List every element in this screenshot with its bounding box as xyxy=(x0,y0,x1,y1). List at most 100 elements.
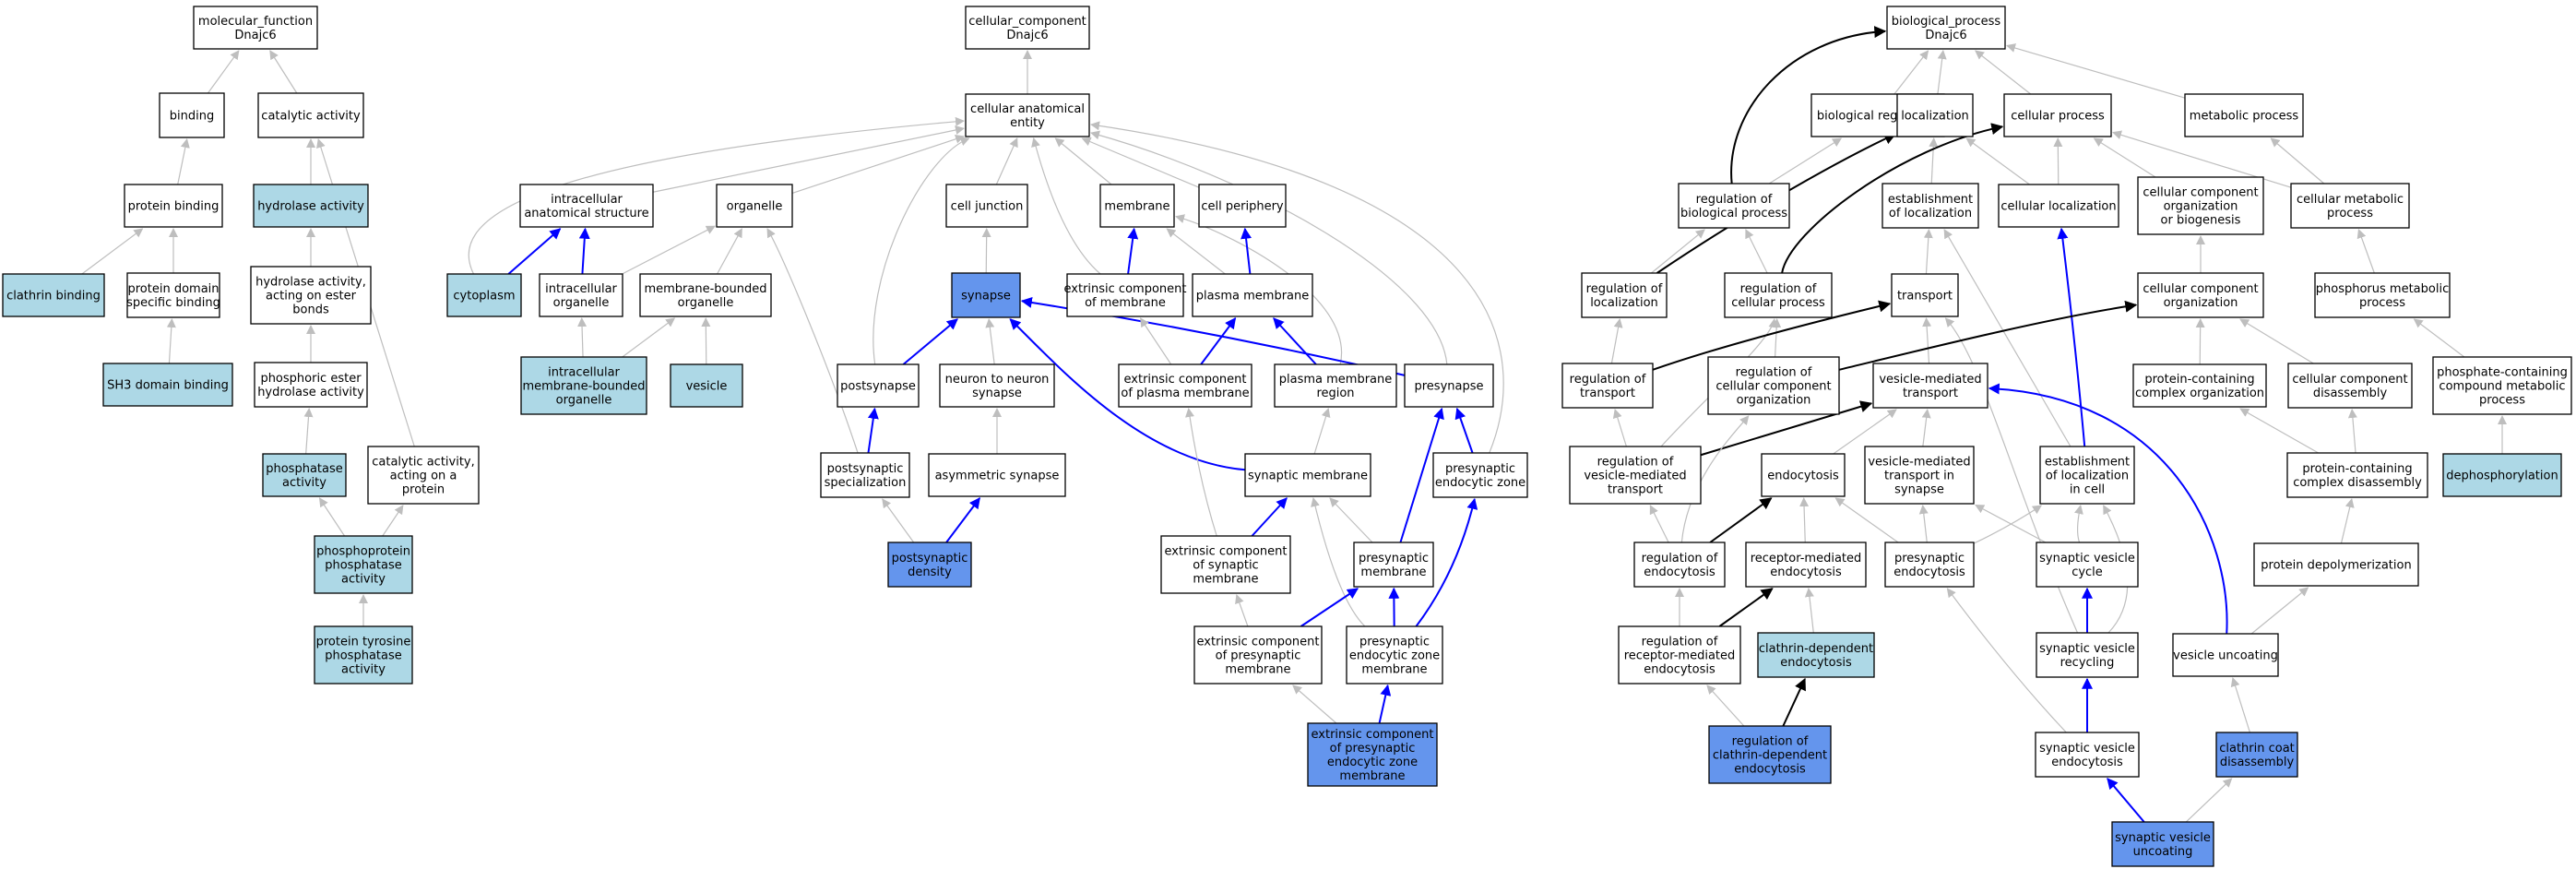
edge-regloc-to-regbp xyxy=(1651,229,1705,274)
node-box-extplas xyxy=(1118,363,1252,408)
node-label-transport: transport xyxy=(1897,290,1953,304)
edge-regbp-to-bioreg xyxy=(1768,137,1843,185)
node-endo: endocytosis xyxy=(1761,453,1846,497)
edge-svendo-to-presynendocyt xyxy=(1946,588,2067,733)
node-box-presynmem xyxy=(1353,542,1434,588)
node-box-presynendocyt xyxy=(1884,542,1975,588)
edge-synmem-to-pmregion xyxy=(1313,408,1331,455)
node-box-postspec xyxy=(820,452,910,498)
edge-regcco-to-regcp xyxy=(1772,318,1782,358)
edge-pezm-to-synmem xyxy=(1311,497,1366,627)
edge-pccmp-to-phosmetab xyxy=(2413,318,2465,358)
edge-catact-to-mf xyxy=(269,50,298,94)
edge-presynendo-to-presyn xyxy=(1454,407,1474,454)
edge-protbind-to-binding xyxy=(177,138,190,185)
node-box-binding xyxy=(159,92,225,138)
edge-estloccell-to-cellloc xyxy=(2057,227,2086,447)
edge-mbo-to-organelle xyxy=(717,228,742,275)
node-box-pezm xyxy=(1346,625,1443,685)
node-label-binding: binding xyxy=(170,110,214,124)
edge-cellproc-to-bp xyxy=(1975,50,2032,95)
node-box-regvmt xyxy=(1569,446,1702,505)
edge-regvmt-to-regtrans xyxy=(1612,409,1627,447)
node-box-cco xyxy=(2137,272,2264,318)
node-label-endo: endocytosis xyxy=(1767,470,1839,483)
node-box-transport xyxy=(1891,273,1959,317)
node-label-clathbind: clathrin binding xyxy=(6,290,101,304)
node-box-regloc xyxy=(1581,272,1668,318)
node-box-local xyxy=(1896,93,1974,137)
node-box-svuncoat xyxy=(2111,821,2214,867)
node-box-svrecyc xyxy=(2036,632,2139,678)
node-vesuncoat: vesicle uncoating xyxy=(2172,633,2279,677)
edge-regbp-to-bp xyxy=(1730,26,1887,185)
node-synmem: synaptic membrane xyxy=(1244,453,1371,497)
edge-presynendo-to-cae xyxy=(1090,121,1504,454)
node-label-vesuncoat: vesicle uncoating xyxy=(2173,649,2278,663)
edge-pccdis-to-ccdis xyxy=(2347,409,2357,454)
edge-phosmetab-to-cellmetab xyxy=(2356,229,2375,274)
node-box-sh3 xyxy=(102,363,233,407)
edge-regvmt-to-vmt xyxy=(1700,400,1873,457)
node-label-metab: metabolic process xyxy=(2190,110,2299,124)
node-label-synapse: synapse xyxy=(961,290,1011,304)
edge-presynmem-to-synmem xyxy=(1329,497,1373,543)
node-box-regtrans xyxy=(1561,363,1654,409)
edge-celljunc-to-cae xyxy=(995,137,1018,185)
node-box-svcycle xyxy=(2036,542,2139,588)
node-box-synmem xyxy=(1244,453,1371,497)
edge-postsyn-to-cae xyxy=(873,137,970,365)
node-box-ccdis xyxy=(2287,363,2413,409)
node-box-mbo xyxy=(639,273,772,317)
node-box-cc xyxy=(965,6,1090,50)
node-box-hydroester xyxy=(250,266,372,325)
edge-endo-to-vmt xyxy=(1833,409,1897,455)
node-label-organelle: organelle xyxy=(727,200,783,214)
node-binding: binding xyxy=(159,92,225,138)
node-postsyn: postsynapse xyxy=(837,363,920,408)
edge-ccob-to-cellproc xyxy=(2093,137,2156,178)
edge-estloc-to-local xyxy=(1929,137,1939,185)
node-label-postsyn: postsynapse xyxy=(840,380,916,394)
node-box-extpresyn xyxy=(1193,625,1323,685)
node-box-catact xyxy=(257,92,364,138)
edge-synmem-to-synapse xyxy=(1009,318,1246,471)
edge-clathbind-to-protbind xyxy=(81,228,144,275)
edge-cellper-to-cae xyxy=(1081,137,1200,188)
node-box-intraorg xyxy=(539,273,623,317)
node-protdepol: protein depolymerization xyxy=(2253,542,2419,587)
node-cytoplasm: cytoplasm xyxy=(446,273,522,317)
edge-regendo-to-endo xyxy=(1709,497,1773,543)
node-box-n2n xyxy=(939,363,1055,408)
node-box-vesicle xyxy=(670,363,743,408)
edge-layer xyxy=(81,26,2507,823)
